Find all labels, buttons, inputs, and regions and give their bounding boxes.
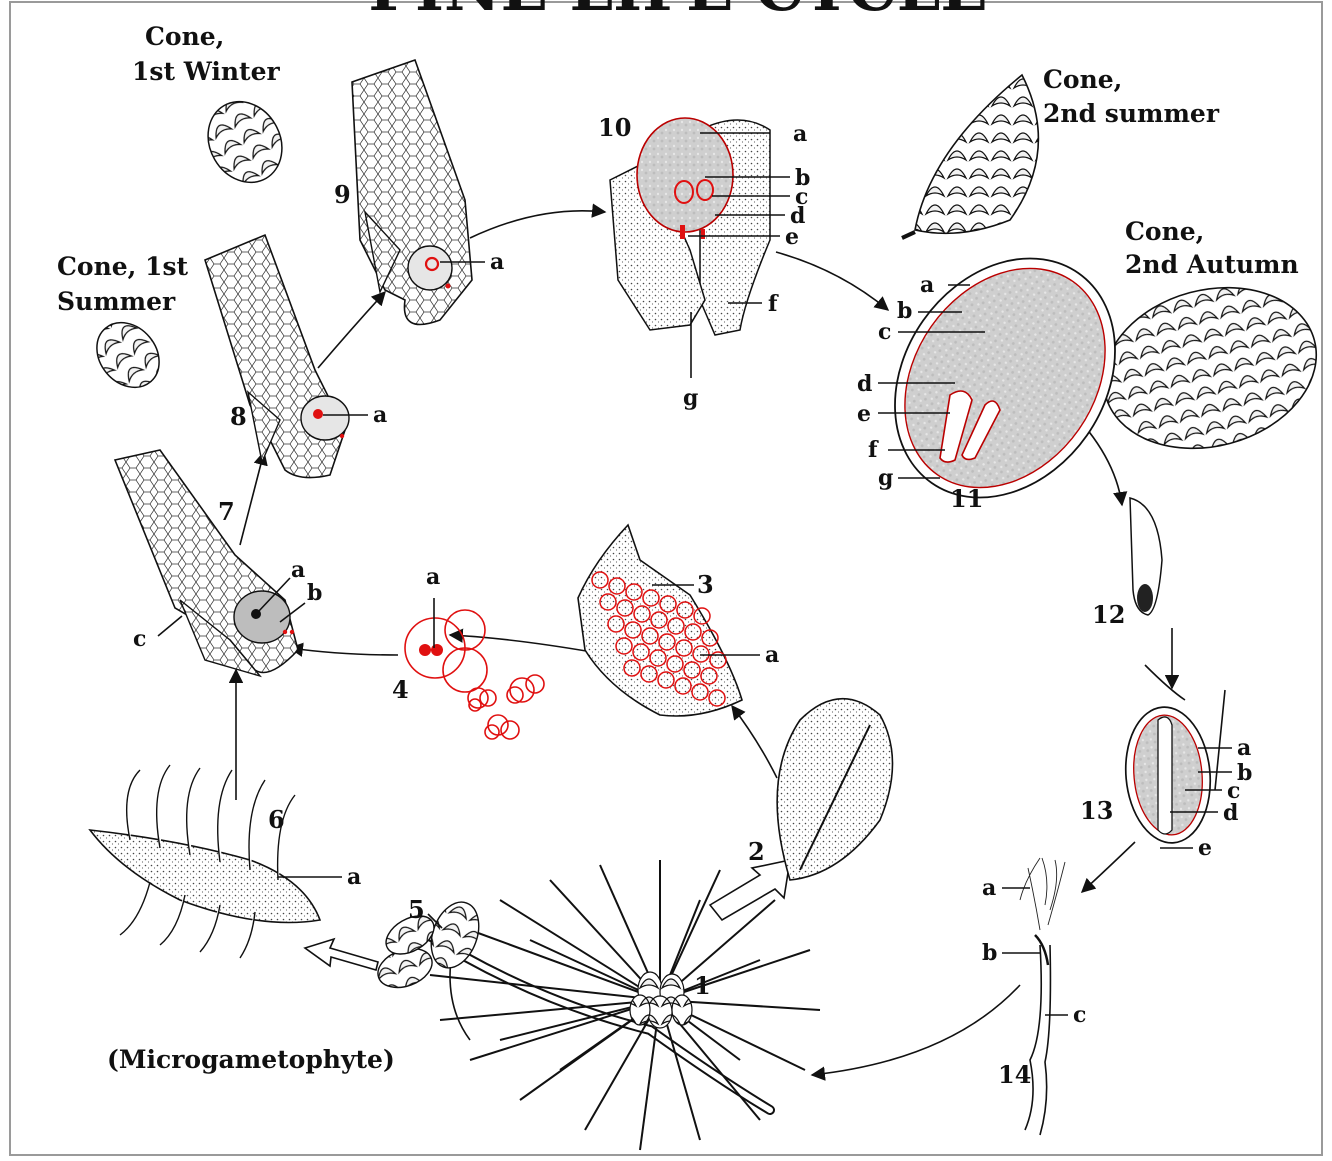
label-11-e: e: [857, 401, 871, 427]
label-8-a: a: [373, 402, 387, 428]
label-6-a: a: [347, 864, 361, 890]
stage-number-5: 5: [408, 895, 425, 924]
stage-number-9: 9: [334, 180, 351, 209]
stage-number-4: 4: [392, 675, 409, 704]
caption-cone-1st-summer-line1: Cone, 1st: [57, 252, 189, 281]
stage-number-1: 1: [694, 971, 711, 1000]
stage-8-ovulate-scale: a 8: [205, 235, 387, 478]
caption-microgametophyte: (Microgametophyte): [107, 1045, 395, 1074]
label-13-e: e: [1198, 835, 1212, 861]
stage-9-ovulate-scale: a 9: [334, 60, 504, 325]
label-14-c: c: [1073, 1002, 1086, 1028]
cone-2nd-summer-icon: [902, 75, 1038, 238]
stage-1-pine-branch-icon: 1: [420, 860, 820, 1150]
stage-2-staminate-cone-section: 2: [748, 699, 893, 880]
stage-number-13: 13: [1080, 796, 1113, 825]
cone-2nd-autumn-icon: [1085, 265, 1332, 472]
label-3-a: a: [765, 642, 779, 668]
stage-number-8: 8: [230, 402, 247, 431]
label-14-a: a: [982, 875, 996, 901]
stage-number-11: 11: [950, 484, 983, 513]
caption-cone-2nd-autumn-line1: Cone,: [1125, 217, 1204, 246]
stage-number-3: 3: [697, 570, 714, 599]
stage-number-6: 6: [268, 805, 285, 834]
cone-1st-summer-icon: [84, 310, 172, 400]
caption-cone-2nd-summer-line1: Cone,: [1043, 65, 1122, 94]
open-arrow-to-6: [305, 939, 378, 970]
caption-cone-1st-winter-line2: 1st Winter: [132, 57, 280, 86]
stage-6-microsporophyll: a 6: [90, 765, 361, 958]
label-10-a: a: [793, 121, 807, 147]
label-11-d: d: [857, 371, 872, 397]
label-13-d: d: [1223, 800, 1238, 826]
label-7-c: c: [133, 626, 146, 652]
label-7-b: b: [307, 580, 322, 606]
open-arrow-to-2: [710, 860, 790, 920]
caption-cone-2nd-autumn-line2: 2nd Autumn: [1125, 250, 1299, 279]
cone-1st-winter-icon: [194, 88, 297, 196]
stage-13-germinating-seed: a b c d e 13: [1080, 665, 1252, 861]
stage-10-ovule-section: a b c d e f g 10: [598, 113, 810, 411]
label-10-f: f: [768, 291, 779, 317]
label-10-e: e: [785, 224, 799, 250]
stage-12-seed-icon: 12: [1092, 498, 1162, 629]
label-14-b: b: [982, 940, 997, 966]
label-11-b: b: [897, 298, 912, 324]
label-9-a: a: [490, 249, 504, 275]
label-10-g: g: [683, 385, 698, 411]
stage-3-microsporangium: 3 a: [578, 525, 779, 716]
stage-number-12: 12: [1092, 600, 1125, 629]
stage-number-7: 7: [218, 497, 235, 526]
caption-cone-2nd-summer-line2: 2nd summer: [1043, 99, 1220, 128]
diagram-title: PINE LIFE CYCLE: [368, 0, 987, 25]
stage-number-10: 10: [598, 113, 631, 142]
stage-4-pollen-grains-icon: a 4: [392, 564, 544, 739]
stage-14-seedling-icon: a b c 14: [982, 858, 1086, 1135]
stage-7-ovulate-scale: a b c 7: [115, 450, 322, 676]
label-4-a: a: [426, 564, 440, 590]
label-7-a: a: [291, 557, 305, 583]
label-11-g: g: [878, 465, 893, 491]
caption-cone-1st-winter-line1: Cone,: [145, 22, 224, 51]
stage-number-2: 2: [748, 837, 765, 866]
label-13-a: a: [1237, 735, 1251, 761]
label-11-c: c: [878, 319, 891, 345]
caption-cone-1st-summer-line2: Summer: [57, 287, 176, 316]
stage-number-14: 14: [998, 1060, 1031, 1089]
label-11-a: a: [920, 272, 934, 298]
label-11-f: f: [868, 437, 879, 463]
